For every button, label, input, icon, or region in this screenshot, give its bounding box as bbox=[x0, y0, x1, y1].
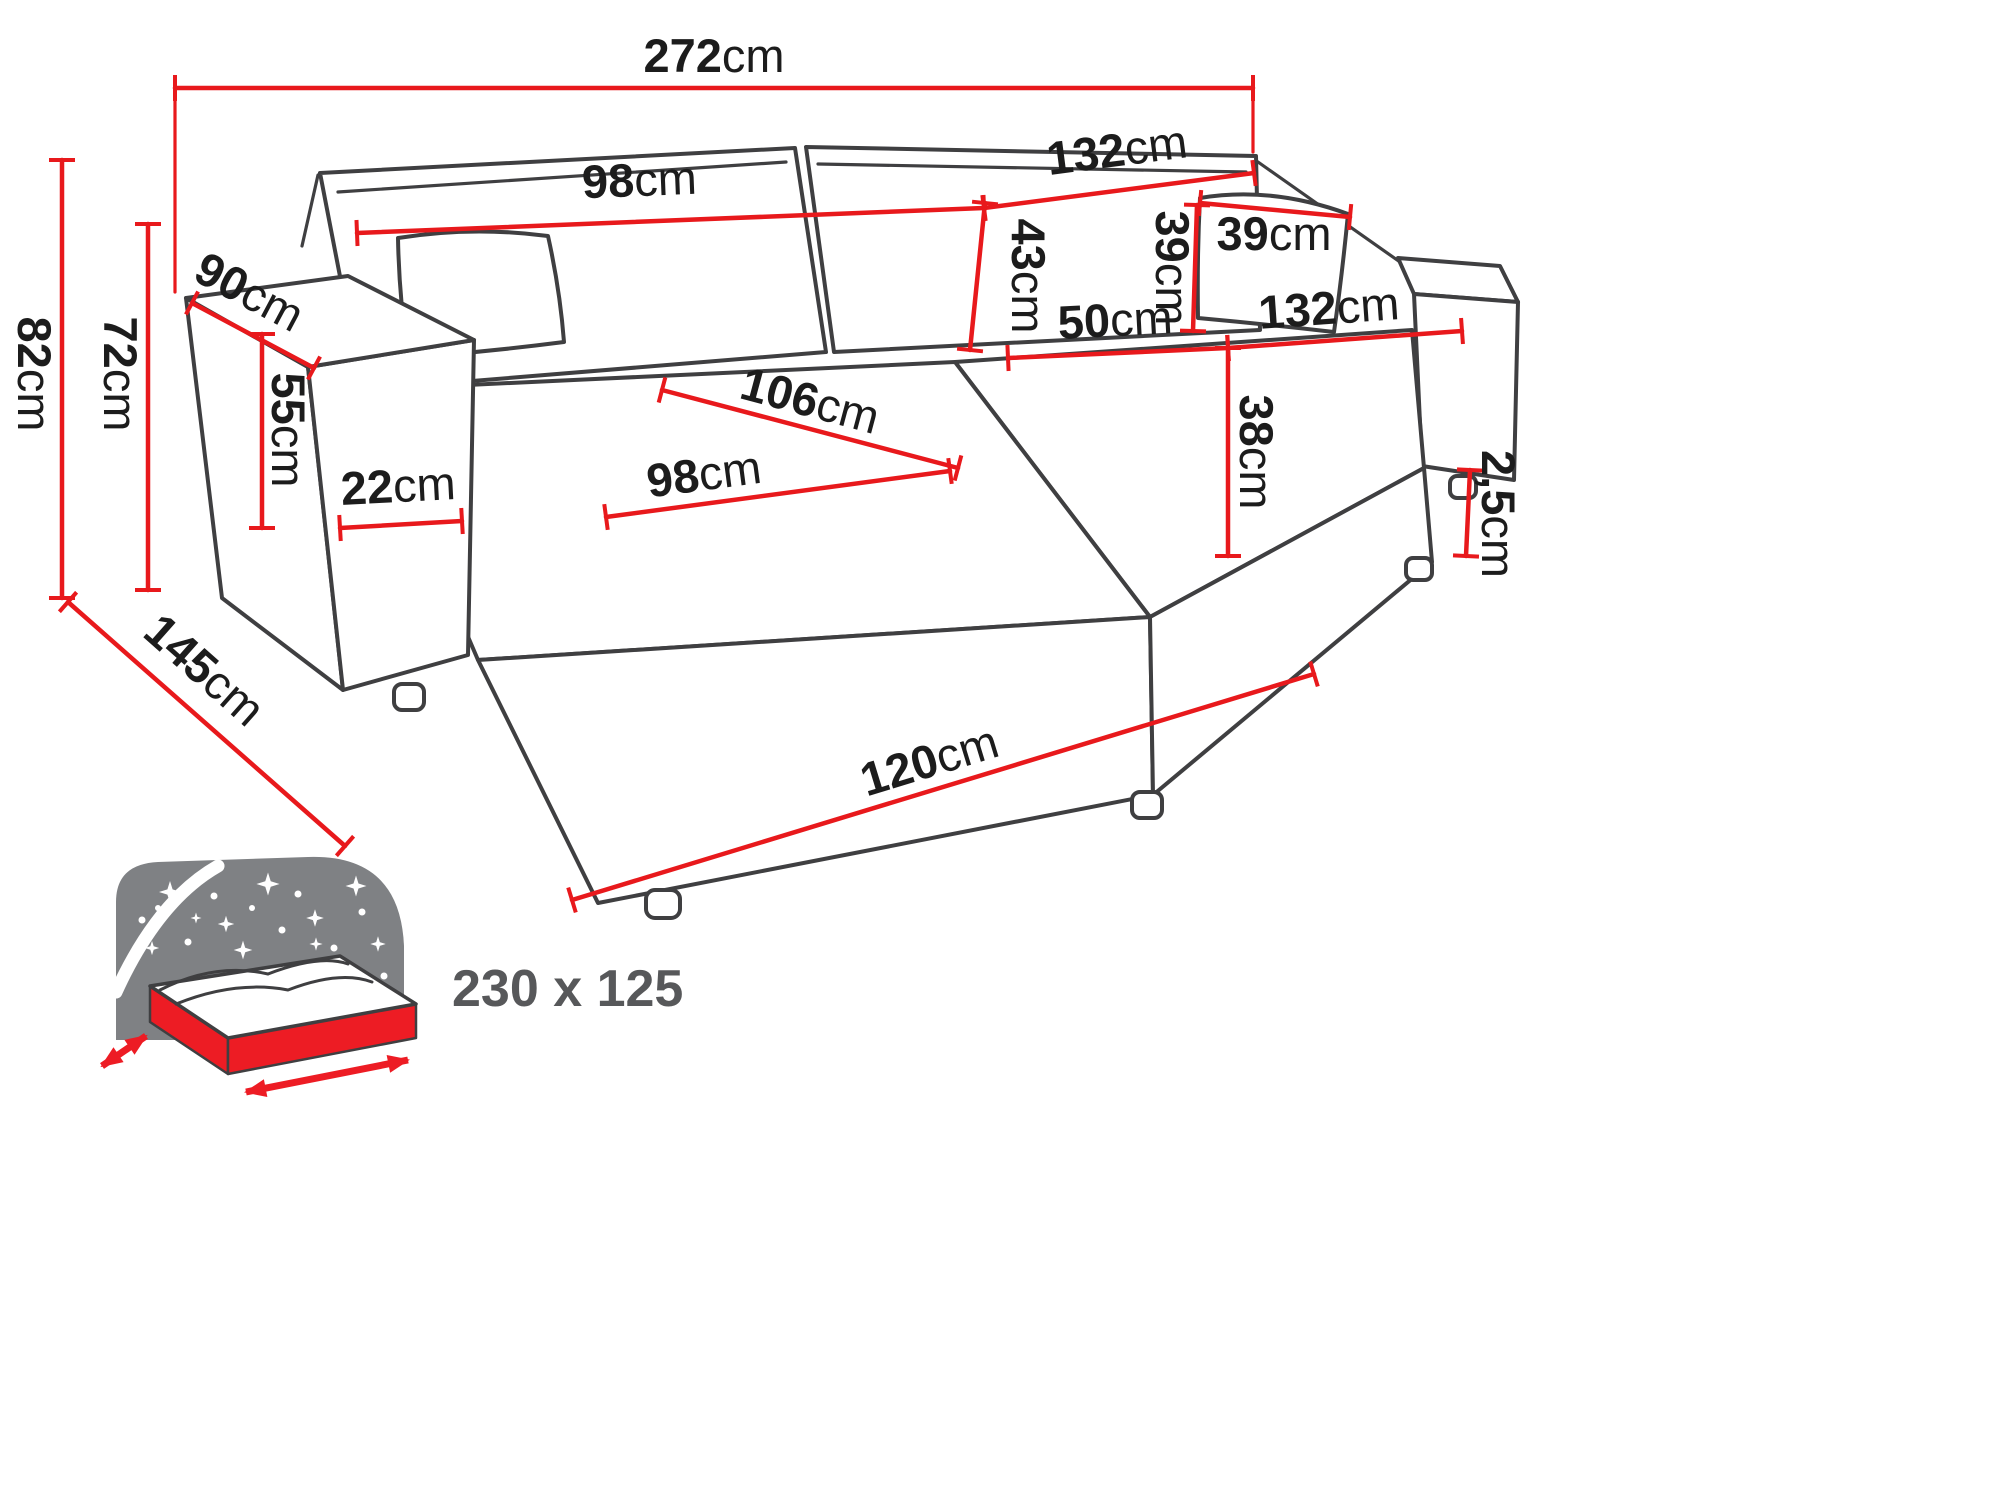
dim-chaise-seat-width-label: 98cm bbox=[643, 440, 764, 508]
dim-backrest-above-seat-value: 55 bbox=[262, 373, 315, 425]
dim-chaise-seat-width-unit: cm bbox=[695, 440, 764, 501]
bed-icon-blanket-fold bbox=[109, 859, 225, 999]
dim-seat-depth: 50cm bbox=[1005, 290, 1231, 372]
dim-backrest-left-width-unit: cm bbox=[633, 151, 698, 206]
dim-chaise-seat-width: 98cm bbox=[602, 440, 954, 531]
dim-pillow-height-value: 39 bbox=[1146, 211, 1199, 263]
dim-armrest-height-value: 72 bbox=[94, 317, 147, 369]
dim-pillow-width-label: 39cm bbox=[1217, 207, 1332, 260]
dim-backrest-right-width: 132cm bbox=[980, 114, 1258, 222]
dim-seat-height-label: 38cm bbox=[1230, 395, 1283, 510]
bed-icon-length-arrow bbox=[244, 1055, 410, 1097]
dim-total-height-unit: cm bbox=[8, 369, 61, 432]
dim-backrest-left-width: 98cm bbox=[354, 151, 987, 247]
dim-backrest-height-label: 43cm bbox=[1002, 219, 1055, 334]
dim-armrest-width-unit: cm bbox=[392, 456, 457, 512]
dim-seat-depth-label: 50cm bbox=[1056, 290, 1174, 349]
dim-pillow-height-unit: cm bbox=[1146, 263, 1199, 326]
chaise-front-face bbox=[476, 615, 1155, 905]
dim-armrest-width-value: 22 bbox=[339, 459, 394, 515]
dim-backrest-height-value: 43 bbox=[1002, 219, 1055, 271]
dim-leg-height-unit: cm bbox=[1472, 515, 1525, 578]
dim-leg-height-label: 2,5cm bbox=[1472, 450, 1525, 578]
dim-leg-height: 2,5cm bbox=[1452, 450, 1525, 578]
dim-chaise-seat-width-value: 98 bbox=[643, 448, 702, 507]
dim-armrest-height: 72cm bbox=[94, 221, 161, 593]
dim-pillow-height: 39cm bbox=[1146, 202, 1211, 334]
dim-armrest-height-label: 72cm bbox=[94, 317, 147, 432]
dim-pillow-width-unit: cm bbox=[1269, 207, 1332, 260]
dim-backrest-height-unit: cm bbox=[1002, 271, 1055, 334]
dim-backrest-right-width-unit: cm bbox=[1121, 114, 1190, 175]
dim-pillow-height-label: 39cm bbox=[1146, 211, 1199, 326]
dim-seat-depth-unit: cm bbox=[1109, 290, 1174, 346]
dim-backrest-left-width-value: 98 bbox=[581, 153, 635, 208]
dim-seat-right-width-label: 132cm bbox=[1257, 276, 1401, 339]
dim-seat-right-width: 132cm bbox=[1225, 276, 1465, 362]
sofa-foot bbox=[1404, 556, 1434, 582]
dim-armrest-width: 22cm bbox=[337, 456, 465, 542]
dim-backrest-above-seat-unit: cm bbox=[262, 425, 315, 488]
bed-icon bbox=[100, 856, 418, 1097]
dim-seat-height-value: 38 bbox=[1230, 395, 1283, 447]
sofa-foot bbox=[1130, 790, 1164, 820]
back-cushion-left-seam bbox=[336, 160, 788, 194]
bed-icon-duvet-line bbox=[174, 976, 374, 1006]
dim-armrest-height-unit: cm bbox=[94, 369, 147, 432]
dim-leg-height-value: 2,5 bbox=[1472, 450, 1525, 515]
dim-total-height-label: 82cm bbox=[8, 317, 61, 432]
dim-seat-height-unit: cm bbox=[1230, 447, 1283, 510]
dim-pillow-width: 39cm bbox=[1196, 189, 1354, 260]
dim-seat-depth-value: 50 bbox=[1056, 293, 1111, 349]
dim-seat-right-width-value: 132 bbox=[1257, 281, 1339, 339]
dim-total-width: 272cm bbox=[172, 29, 1256, 294]
dim-chaise-diagonal: 106cm bbox=[656, 356, 964, 482]
dim-backrest-above-seat: 55cm bbox=[249, 331, 315, 531]
dim-seat-height: 38cm bbox=[1215, 345, 1283, 559]
dim-total-height-value: 82 bbox=[8, 317, 61, 369]
frame-edge-left bbox=[300, 173, 320, 248]
dim-total-width-unit: cm bbox=[722, 29, 785, 82]
sleeping-area-label: 230 x 125 bbox=[452, 960, 683, 1018]
bed-icon-duvet-line bbox=[158, 959, 350, 992]
dimension-lines: 272cm 132cm 98cm 43cm 39cm 39cm 90cm bbox=[8, 29, 1525, 914]
dim-armrest-width-label: 22cm bbox=[339, 456, 457, 515]
sofa-foot bbox=[392, 682, 426, 712]
dim-total-width-label: 272cm bbox=[643, 29, 784, 82]
sofa-foot bbox=[644, 888, 682, 920]
dim-seat-right-width-unit: cm bbox=[1335, 276, 1401, 333]
dim-total-height: 82cm bbox=[8, 157, 75, 601]
dim-total-width-value: 272 bbox=[643, 29, 721, 82]
dim-backrest-above-seat-label: 55cm bbox=[262, 373, 315, 488]
dim-backrest-right-width-label: 132cm bbox=[1044, 114, 1191, 185]
bed-icon-stars bbox=[138, 872, 388, 980]
dim-pillow-width-value: 39 bbox=[1217, 207, 1269, 260]
dim-backrest-left-width-label: 98cm bbox=[581, 151, 698, 209]
bed-icon-width-arrow bbox=[100, 1033, 148, 1069]
dim-backrest-right-width-value: 132 bbox=[1044, 122, 1129, 185]
dim-backrest-height: 43cm bbox=[956, 199, 1055, 354]
sofa-drawing bbox=[184, 145, 1520, 920]
